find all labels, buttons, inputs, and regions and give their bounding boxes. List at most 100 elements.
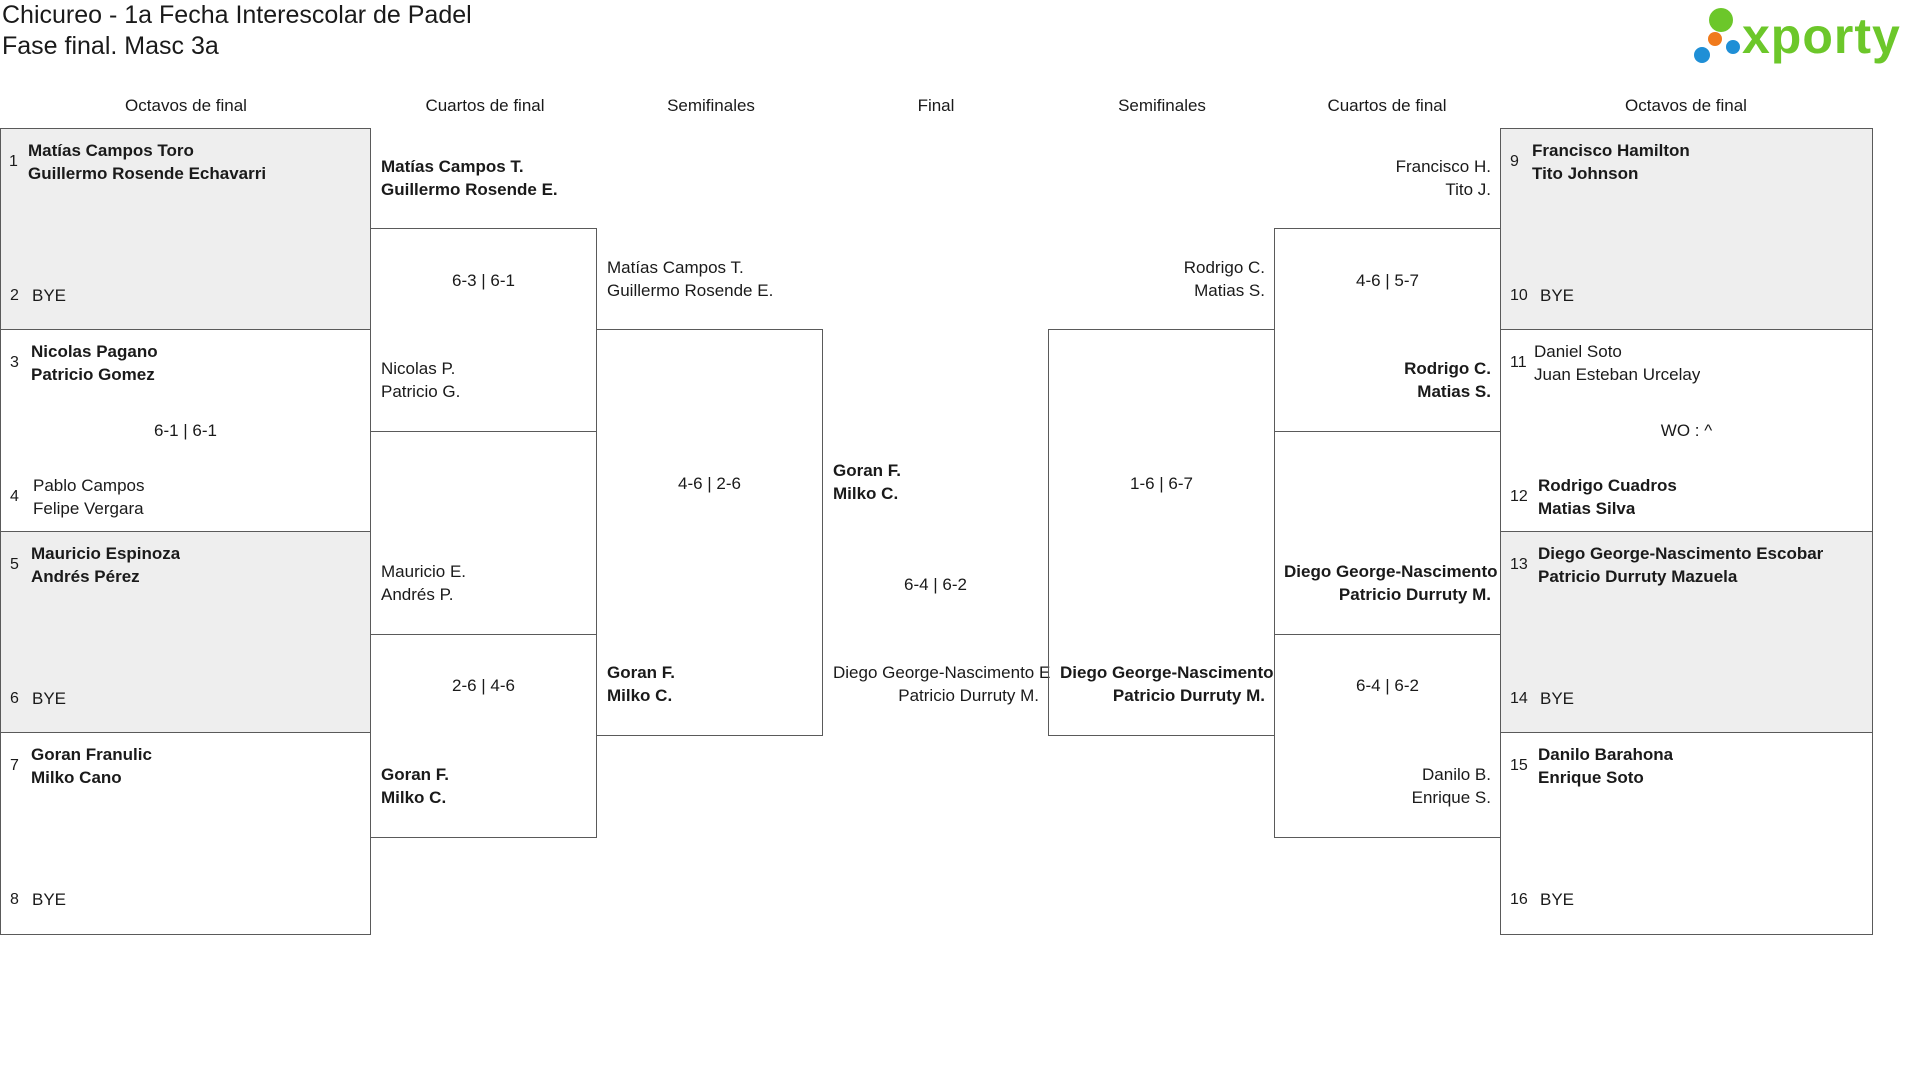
match-box-right-sf: [1048, 329, 1275, 736]
seed-number: 7: [10, 757, 19, 774]
player-name: Milko C.: [381, 788, 447, 807]
page-subtitle: Fase final. Masc 3a: [2, 32, 219, 60]
match-score: 2-6 | 4-6: [451, 676, 515, 695]
page-title: Chicureo - 1a Fecha Interescolar de Pade…: [2, 1, 472, 29]
player-name: Francisco Hamilton: [1532, 141, 1690, 160]
player-name: Matias Silva: [1538, 499, 1636, 518]
player-name: Patricio Gomez: [31, 365, 155, 384]
match-box-right-r16-1: [1500, 128, 1873, 330]
player-name: Patricio Durruty M.: [1112, 686, 1265, 705]
seed-number: 11: [1510, 354, 1527, 371]
seed-number: 6: [10, 690, 19, 707]
seed-number: 16: [1510, 891, 1528, 908]
player-name: Matías Campos T.: [381, 157, 524, 176]
seed-number: 3: [10, 354, 19, 371]
seed-number: 14: [1510, 690, 1528, 707]
player-name: Patricio Durruty M.: [898, 686, 1039, 705]
bye-label: BYE: [1540, 286, 1575, 305]
player-name: Milko Cano: [31, 768, 122, 787]
player-name: Goran F.: [607, 663, 676, 682]
seed-number: 2: [10, 287, 19, 304]
final-score: 6-4 | 6-2: [903, 575, 967, 594]
player-name: Goran Franulic: [31, 745, 152, 764]
logo-dot-blue-small: [1726, 40, 1740, 54]
match-box-right-r16-4: [1500, 732, 1873, 935]
player-name: Matias S.: [1194, 281, 1265, 300]
player-name: Guillermo Rosende E.: [607, 281, 774, 300]
seed-number: 1: [9, 153, 18, 170]
player-name: Diego George-Nascimento E.: [1060, 663, 1276, 682]
player-name: Goran F.: [381, 765, 450, 784]
player-name: Guillermo Rosende E.: [381, 180, 558, 199]
match-score: 4-6 | 2-6: [677, 474, 741, 493]
player-name: Danilo Barahona: [1538, 745, 1674, 764]
player-name: Mauricio Espinoza: [31, 544, 181, 563]
player-name: Pablo Campos: [33, 476, 145, 495]
bye-label: BYE: [32, 286, 67, 305]
player-name: Mauricio E.: [381, 562, 467, 581]
player-name: Guillermo Rosende Echavarri: [28, 164, 267, 183]
player-name: Patricio G.: [381, 382, 461, 401]
player-name: Rodrigo Cuadros: [1538, 476, 1677, 495]
player-name: Milko C.: [607, 686, 673, 705]
match-score: 1-6 | 6-7: [1129, 474, 1193, 493]
bye-label: BYE: [1540, 890, 1575, 909]
seed-number: 10: [1510, 287, 1528, 304]
header-left-qf: Cuartos de final: [425, 96, 545, 115]
header-right-sf: Semifinales: [1118, 96, 1206, 115]
player-name: Felipe Vergara: [33, 499, 144, 518]
header-final: Final: [917, 96, 955, 115]
champion-name: Goran F.: [833, 461, 902, 480]
player-name: Francisco H.: [1395, 157, 1491, 176]
player-name: Enrique Soto: [1538, 768, 1644, 787]
player-name: Danilo B.: [1422, 765, 1491, 784]
player-name: Daniel Soto: [1534, 342, 1622, 361]
seed-number: 15: [1510, 757, 1528, 774]
match-box-left-qf-2: [370, 634, 597, 838]
logo-text: xporty: [1742, 8, 1901, 64]
seed-number: 13: [1510, 556, 1528, 573]
player-name: Diego George-Nascimento E.: [833, 663, 1050, 682]
player-name: Enrique S.: [1411, 788, 1491, 807]
player-name: Patricio Durruty Mazuela: [1538, 567, 1738, 586]
seed-number: 5: [10, 556, 19, 573]
logo-dot-green: [1709, 8, 1733, 32]
player-name: Diego George-Nascimento E.: [1284, 562, 1501, 581]
match-score: 6-4 | 6-2: [1355, 676, 1419, 695]
seed-number: 12: [1510, 488, 1528, 505]
player-name: Rodrigo C.: [1183, 258, 1265, 277]
champion-name: Milko C.: [833, 484, 899, 503]
xporty-logo: xporty: [1692, 2, 1920, 72]
player-name: Matías Campos Toro: [28, 141, 194, 160]
match-score: 4-6 | 5-7: [1355, 271, 1419, 290]
logo-dot-orange: [1708, 32, 1722, 46]
player-name: Juan Esteban Urcelay: [1534, 365, 1701, 384]
match-score: 6-1 | 6-1: [153, 421, 217, 440]
player-name: Matias S.: [1417, 382, 1491, 401]
header-right-qf: Cuartos de final: [1327, 96, 1447, 115]
player-name: Patricio Durruty M.: [1338, 585, 1491, 604]
match-score: WO : ^: [1660, 421, 1713, 440]
player-name: Tito J.: [1445, 180, 1491, 199]
seed-number: 8: [10, 891, 19, 908]
header-left-sf: Semifinales: [667, 96, 755, 115]
match-box-right-r16-3: [1500, 531, 1873, 733]
player-name: Nicolas P.: [381, 359, 456, 378]
logo-dot-blue: [1694, 47, 1710, 63]
bye-label: BYE: [1540, 689, 1575, 708]
bye-label: BYE: [32, 689, 67, 708]
player-name: Tito Johnson: [1532, 164, 1639, 183]
match-score: 6-3 | 6-1: [451, 271, 515, 290]
bye-label: BYE: [32, 890, 67, 909]
match-box-left-r16-1: [0, 128, 371, 330]
player-name: Andrés Pérez: [31, 567, 140, 586]
match-box-left-r16-3: [0, 531, 371, 733]
header-right-r16: Octavos de final: [1625, 96, 1747, 115]
player-name: Matías Campos T.: [607, 258, 744, 277]
seed-number: 9: [1510, 153, 1519, 170]
player-name: Nicolas Pagano: [31, 342, 158, 361]
match-box-left-sf: [596, 329, 823, 736]
player-name: Diego George-Nascimento Escobar: [1538, 544, 1824, 563]
header-left-r16: Octavos de final: [125, 96, 247, 115]
player-name: Rodrigo C.: [1404, 359, 1491, 378]
